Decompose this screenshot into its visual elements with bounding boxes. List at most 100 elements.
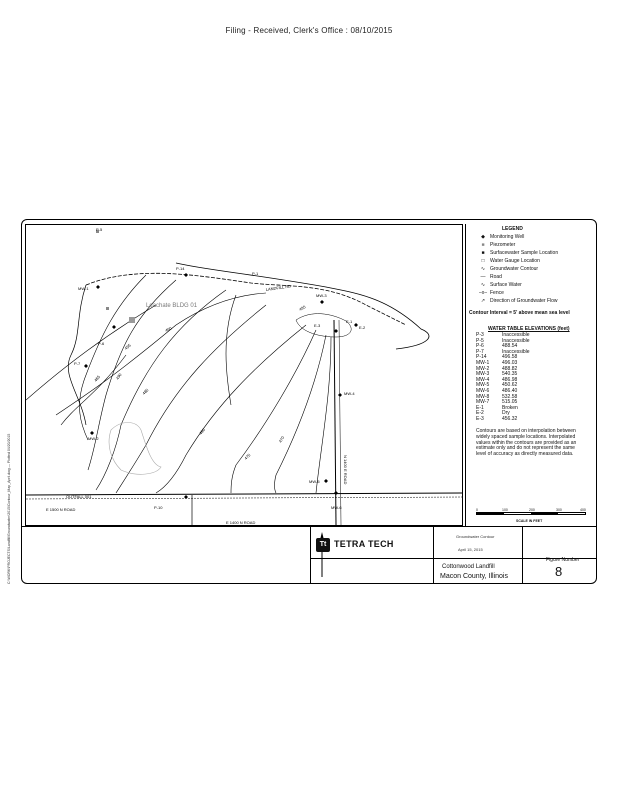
well-elevation: 488.82 [502, 365, 518, 372]
water-table-row: MW-6 486.40 [476, 387, 530, 395]
contour-line [230, 329, 317, 494]
tb-divider [310, 558, 434, 559]
well-marker [338, 393, 342, 397]
scale-tick: 300 [556, 508, 562, 512]
well-elevation: Dry [502, 410, 510, 417]
legend-item-label: Monitoring Well [490, 234, 525, 240]
water-table-row: P-3 Inaccessible [476, 332, 530, 339]
contour-label: 485 [141, 387, 150, 396]
well-marker [324, 479, 328, 483]
legend-item: ∿Groundwater Contour [476, 266, 538, 273]
road-south [26, 492, 462, 496]
piezometer-marker [96, 230, 99, 233]
map-drawing: Leachate BLDG 01 495 490 485 480 475 470… [26, 227, 462, 525]
road-south-2 [26, 496, 462, 500]
contour-line [225, 294, 237, 406]
legend-item: ◆ Monitoring Well [476, 234, 524, 241]
legend-item-label: Direction of Groundwater Flow [490, 298, 558, 304]
drawing-date: April 15, 2015 [458, 547, 483, 552]
well-elevation: 496.58 [502, 354, 518, 361]
contour-label: 480 [198, 427, 207, 436]
well-id: P-3 [476, 332, 484, 338]
well-label: P-7 [74, 361, 81, 366]
water-table-title: WATER TABLE ELEVATIONS (feet) [488, 326, 570, 332]
tb-divider [433, 527, 434, 584]
scale-bar: 0 100 200 300 400 SCALE IN FEET [476, 508, 586, 524]
well-label: MW-2 [88, 436, 99, 441]
well-marker [320, 300, 324, 304]
well-id: MW-5 [476, 382, 490, 389]
contour-label: 495 [298, 304, 307, 312]
well-label: P-14 [176, 266, 185, 271]
company-name: TETRA TECH [334, 539, 394, 549]
scale-bar-graphic [476, 512, 586, 515]
flow-direction-arrow-icon: ↗ [480, 298, 486, 304]
fence-icon: –x– [478, 290, 488, 296]
county-name: Macon County, Illinois [440, 573, 508, 580]
monitoring-well-icon: ◆ [481, 234, 485, 240]
well-marker [184, 495, 188, 499]
road-label: N 1400 E ROAD [343, 455, 348, 484]
well-label: P-10 [154, 505, 163, 510]
legend-item: ■Surfacewater Sample Location [476, 250, 558, 257]
well-label: MW-6 [331, 505, 342, 510]
well-id: MW-4 [476, 376, 490, 383]
legend-item: ■Piezometer [476, 242, 515, 249]
well-label: P-5 [96, 227, 103, 232]
legend-item-label: Road [490, 274, 502, 280]
water-gauge-icon: □ [481, 258, 485, 264]
road-east [333, 319, 337, 525]
surface-water-west [67, 284, 87, 426]
well-id: MW-1 [476, 359, 490, 366]
well-id: MW-6 [476, 387, 490, 394]
legend-item-label: Water Gauge Location [490, 258, 540, 264]
legend-item: □ Water Gauge Location [476, 258, 540, 265]
surface-water-icon: ∿ [480, 282, 486, 288]
road-line-icon: — [480, 274, 486, 280]
well-elevation: 540.35 [502, 371, 518, 378]
legend-item: — Road [476, 274, 502, 281]
vertical-file-path: C:\WORK\PROJECTS\Landfill\Groundwater\20… [7, 433, 11, 584]
contour-interval: Contour Interval = 5' above mean sea lev… [469, 310, 570, 316]
scale-tick: 400 [580, 508, 586, 512]
well-id: E-1 [476, 404, 484, 411]
legend-item: ↗ Direction of Groundwater Flow [476, 298, 558, 305]
legend-item-label: Fence [490, 290, 504, 296]
well-marker [184, 273, 188, 277]
well-elevation: 488.54 [502, 343, 518, 350]
legend-item-label: Surfacewater Sample Location [490, 250, 559, 256]
contour-line [55, 292, 267, 416]
water-table-row: E-2 Dry [476, 411, 530, 417]
well-id: MW-2 [476, 365, 490, 372]
well-id: E-2 [476, 410, 484, 417]
well-marker [112, 325, 116, 329]
landfill-cell [295, 313, 352, 338]
well-marker [84, 364, 88, 368]
figure-label: Figure Number [546, 557, 580, 563]
contour-line [155, 324, 307, 494]
road-label: LANDFILL RD [265, 283, 291, 292]
contour-label: 470 [278, 435, 286, 444]
well-label: MW-4 [344, 391, 355, 396]
contour-line [315, 336, 332, 494]
contour-label: 465 [93, 374, 102, 383]
piezometer-icon: ■ [481, 242, 485, 248]
tb-divider [310, 527, 311, 584]
road-label: E 1400 N ROAD [226, 520, 255, 525]
well-elevation: 486.40 [502, 387, 518, 394]
well-elevation: Inaccessible [502, 332, 530, 338]
contour-line-icon: ∿ [480, 266, 486, 272]
contour-line [115, 304, 267, 494]
surface-water-north [175, 262, 430, 350]
well-label: E-1 [346, 319, 353, 324]
contour-label: 490 [115, 372, 123, 381]
site-map: Leachate BLDG 01 495 490 485 480 475 470… [25, 224, 463, 526]
